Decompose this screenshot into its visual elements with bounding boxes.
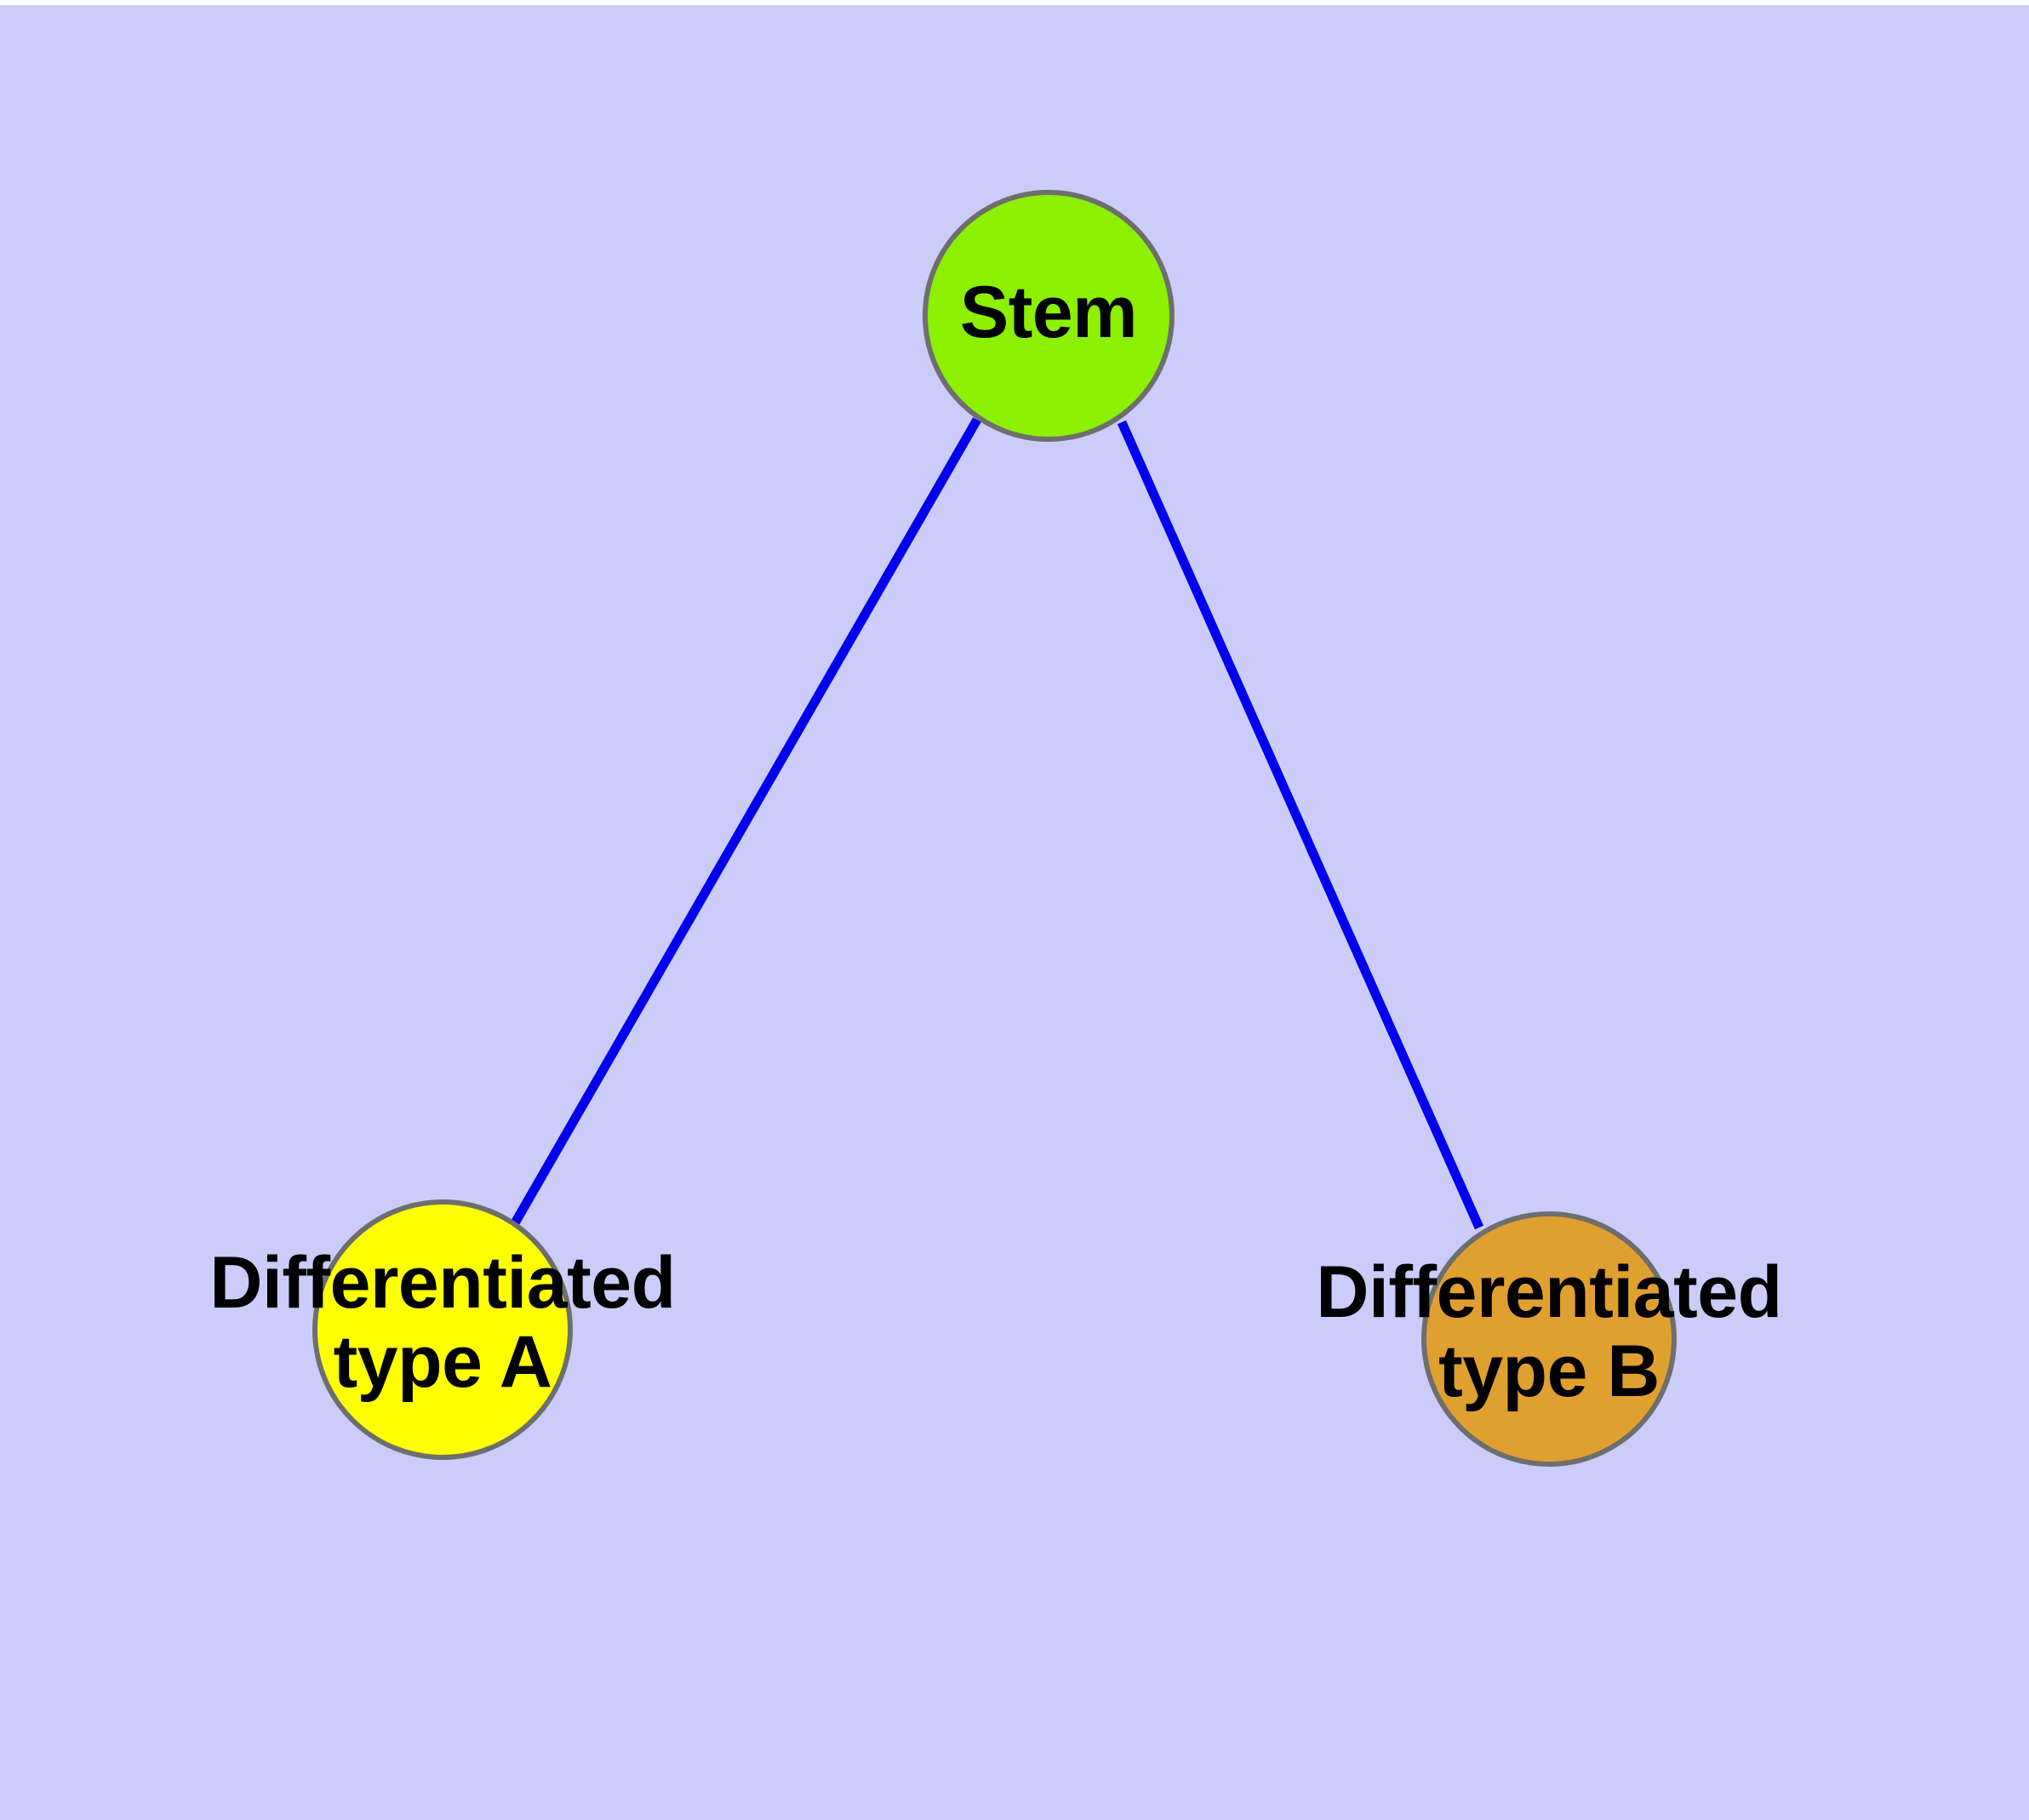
graph-node-diff_b[interactable] [1421,1211,1677,1467]
edge-layer [508,417,1484,1230]
graph-edge [508,417,981,1230]
graph-node-stem[interactable] [923,190,1175,442]
graph-edge [1117,420,1484,1230]
graph-node-diff_a[interactable] [312,1199,573,1460]
